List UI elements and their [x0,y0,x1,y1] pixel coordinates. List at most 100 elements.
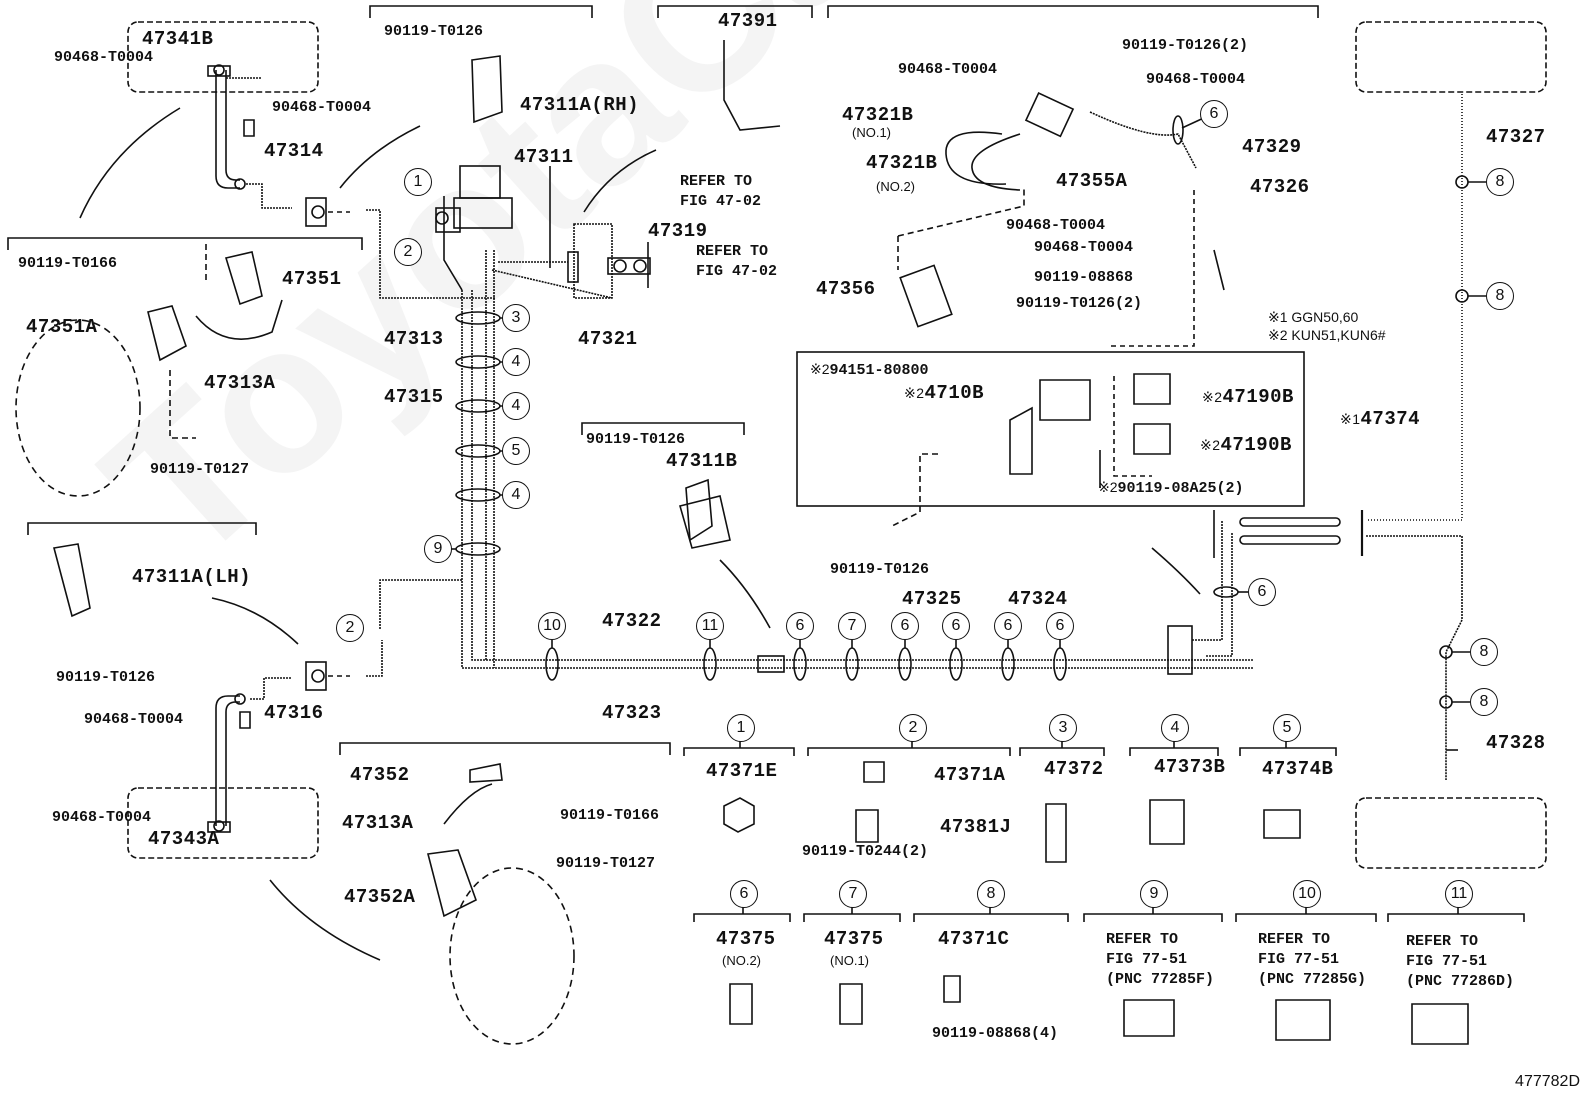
part-label-47313A: 47313A [342,812,414,834]
direction-arrow [79,107,181,219]
group-bracket [369,5,593,18]
callout-6: 6 [1200,100,1228,128]
part-label-90119-T0126-2: 90119-T0126(2) [1016,295,1143,312]
callout-11: 11 [696,612,724,640]
part-label-47314: 47314 [264,140,324,162]
legend-part-47372: 47372 [1044,758,1104,780]
legend-callout-8: 8 [977,880,1005,908]
part-label-47326: 47326 [1250,176,1310,198]
legend-part-47371C: 47371C [938,928,1010,950]
applicability-mark: ※2 [904,385,925,401]
model-note-1: ※1 GGN50,60 [1268,309,1359,325]
legend-callout-3: 3 [1049,714,1077,742]
part-label-47351: 47351 [282,268,342,290]
part-label-90119-T0127: 90119-T0127 [556,855,656,872]
legend-callout-4: 4 [1161,714,1189,742]
part-label-47313: 47313 [384,328,444,350]
legend-refer-77285F: REFER TO FIG 77-51 (PNC 77285F) [1106,931,1215,988]
legend-part-47374B: 47374B [1262,758,1334,780]
part-sublabel-no1: (NO.1) [852,125,891,140]
callout-6: 6 [942,612,970,640]
part-label-90119-08A25-2: ※290119-08A25(2) [1098,479,1244,497]
legend-callout-11: 11 [1445,880,1473,908]
callout-8: 8 [1470,688,1498,716]
legend-part-47371E: 47371E [706,760,778,782]
callout-2: 2 [336,614,364,642]
part-label-47329: 47329 [1242,136,1302,158]
group-bracket [657,5,813,18]
part-label-47325: 47325 [902,588,962,610]
part-label-47355A: 47355A [1056,170,1128,192]
part-label-90468-T0004: 90468-T0004 [1006,217,1106,234]
part-label-90119-T0166: 90119-T0166 [560,807,660,824]
group-bracket [827,5,1319,18]
part-label-47311B: 47311B [666,450,738,472]
part-label-90119-T0126: 90119-T0126 [384,23,484,40]
legend-callout-7: 7 [839,880,867,908]
part-label-90119-T0126: 90119-T0126 [830,561,930,578]
part-sublabel-no2: (NO.2) [876,179,915,194]
callout-8: 8 [1486,168,1514,196]
part-label-47322: 47322 [602,610,662,632]
direction-arrow [269,879,381,961]
part-label-47343A: 47343A [148,828,220,850]
reservoir-outline-lower [127,787,319,859]
part-label-90468-T0004: 90468-T0004 [52,809,152,826]
component-outline-right-bottom [1355,797,1547,869]
part-label-47311: 47311 [514,146,574,168]
direction-arrow [339,125,421,189]
wheel-outline [15,319,141,497]
component-outline-right-top [1355,21,1547,93]
legend-part-90119-08868-4: 90119-08868(4) [932,1025,1059,1042]
part-label-90119-T0126: 90119-T0126 [586,431,686,448]
callout-2: 2 [394,238,422,266]
part-label-47341B: 47341B [142,28,214,50]
part-label-94151-80800: ※294151-80800 [810,361,929,379]
part-label-47321B-no2: 47321B [866,152,938,174]
direction-arrow [583,149,657,213]
legend-refer-77285G: REFER TO FIG 77-51 (PNC 77285G) [1258,931,1367,988]
part-label-47316: 47316 [264,702,324,724]
figure-id: 477782D [1515,1073,1580,1090]
callout-4: 4 [502,392,530,420]
part-label-90468-T0004: 90468-T0004 [84,711,184,728]
part-label-90468-T0004: 90468-T0004 [1034,239,1134,256]
legend-callout-1: 1 [727,714,755,742]
part-label-47321: 47321 [578,328,638,350]
callout-10: 10 [538,612,566,640]
callout-1: 1 [404,168,432,196]
legend-part-47375-no2: 47375 [716,928,776,950]
legend-sublabel-no2: (NO.2) [722,953,761,968]
callout-6: 6 [891,612,919,640]
reservoir-outline-upper [127,21,319,93]
group-bracket [27,522,257,535]
part-label-47327: 47327 [1486,126,1546,148]
wheel-outline [449,867,575,1045]
part-label-90119-T0166: 90119-T0166 [18,255,118,272]
callout-6: 6 [1046,612,1074,640]
applicability-mark: ※2 [1202,389,1223,405]
callout-7: 7 [838,612,866,640]
callout-6: 6 [994,612,1022,640]
applicability-mark: ※2 [1098,479,1118,495]
legend-part-90119-T0244: 90119-T0244(2) [802,843,929,860]
part-label-90119-T0126: 90119-T0126 [56,669,156,686]
refer-note-fig-47-02: REFER TO FIG 47-02 [680,173,762,210]
refer-note-fig-47-02: REFER TO FIG 47-02 [696,243,778,280]
callout-5: 5 [502,437,530,465]
callout-6: 6 [1248,578,1276,606]
part-label-47391: 47391 [718,10,778,32]
legend-callout-6: 6 [730,880,758,908]
part-label-47311A-RH: 47311A(RH) [520,94,640,116]
legend-callout-5: 5 [1273,714,1301,742]
part-label-47321B-no1: 47321B [842,104,914,126]
group-bracket [581,422,745,435]
callout-9: 9 [424,535,452,563]
part-label-90119-T0127: 90119-T0127 [150,461,250,478]
part-label-47352: 47352 [350,764,410,786]
callout-4: 4 [502,481,530,509]
callout-3: 3 [502,304,530,332]
part-label-47313A: 47313A [204,372,276,394]
legend-callout-2: 2 [899,714,927,742]
applicability-mark: ※2 [810,361,830,377]
